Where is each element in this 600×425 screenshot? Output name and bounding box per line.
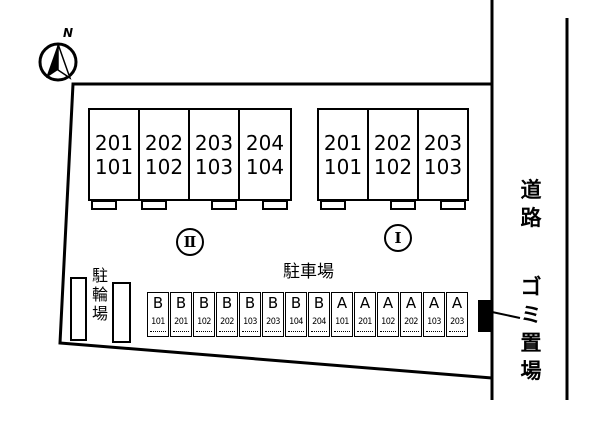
space-room: 101 [335,317,349,327]
space-room: 104 [289,317,303,327]
unit-upper-number: 201 [94,130,134,155]
road-label: 道 路 [520,178,542,230]
unit-lower-number: 104 [245,154,285,179]
parking-space: B 203 [262,292,284,337]
entrance-step [390,200,416,210]
unit-upper-number: 204 [245,130,285,155]
space-building: B [152,294,164,312]
space-building: A [405,294,417,312]
unit-lower-number: 102 [373,154,413,179]
unit-box: 201 101 [317,108,369,201]
parking-space: B 204 [308,292,330,337]
space-building: B [221,294,233,312]
space-room: 201 [174,317,188,327]
space-room: 202 [404,317,418,327]
unit-box: 203 103 [188,108,240,201]
space-room: 103 [243,317,257,327]
space-building: A [359,294,371,312]
parking-space: B 101 [147,292,169,337]
lot-boundary [58,82,494,380]
space-building: A [336,294,348,312]
unit-box: 203 103 [417,108,469,201]
entrance-step [440,200,466,210]
space-room: 203 [450,317,464,327]
unit-box: 201 101 [88,108,140,201]
unit-lower-number: 101 [94,154,134,179]
parking-space: B 102 [193,292,215,337]
garbage-area [478,300,492,332]
space-building: B [313,294,325,312]
space-building: B [290,294,302,312]
unit-upper-number: 202 [144,130,184,155]
parking-space: B 104 [285,292,307,337]
unit-lower-number: 101 [323,154,363,179]
space-room: 103 [427,317,441,327]
space-room: 203 [266,317,280,327]
entrance-step [141,200,167,210]
space-room: 201 [358,317,372,327]
space-building: B [267,294,279,312]
parking-space: B 201 [170,292,192,337]
garbage-label: ゴ ミ 置 場 [520,275,542,383]
space-building: B [175,294,187,312]
unit-upper-number: 203 [194,130,234,155]
bicycle-parking-label: 駐 輪 場 [91,266,108,323]
unit-box: 202 102 [138,108,190,201]
unit-lower-number: 103 [423,154,463,179]
building-2-number: Ⅱ [176,228,204,256]
parking-space: A 102 [377,292,399,337]
garbage-leader-line [491,311,521,319]
unit-box: 204 104 [238,108,292,201]
unit-lower-number: 102 [144,154,184,179]
entrance-step [91,200,117,210]
bicycle-rack-left [70,277,87,341]
building-1-number: Ⅰ [384,224,412,252]
unit-box: 202 102 [367,108,419,201]
space-room: 102 [381,317,395,327]
north-compass-icon [38,42,78,82]
space-room: 202 [220,317,234,327]
space-room: 101 [151,317,165,327]
parking-space: A 103 [423,292,445,337]
parking-space: A 101 [331,292,353,337]
entrance-step [262,200,288,210]
north-label: N [63,26,74,40]
entrance-step [211,200,237,210]
space-building: B [198,294,210,312]
space-room: 204 [312,317,326,327]
bicycle-rack-right [112,282,131,343]
space-building: B [244,294,256,312]
space-building: A [451,294,463,312]
space-building: A [428,294,440,312]
unit-lower-number: 103 [194,154,234,179]
unit-upper-number: 202 [373,130,413,155]
parking-space: B 103 [239,292,261,337]
parking-space: B 202 [216,292,238,337]
unit-upper-number: 203 [423,130,463,155]
space-room: 102 [197,317,211,327]
unit-upper-number: 201 [323,130,363,155]
space-building: A [382,294,394,312]
parking-space: A 203 [446,292,468,337]
parking-label: 駐車場 [283,262,334,282]
parking-space: A 201 [354,292,376,337]
entrance-step [320,200,346,210]
parking-space: A 202 [400,292,422,337]
